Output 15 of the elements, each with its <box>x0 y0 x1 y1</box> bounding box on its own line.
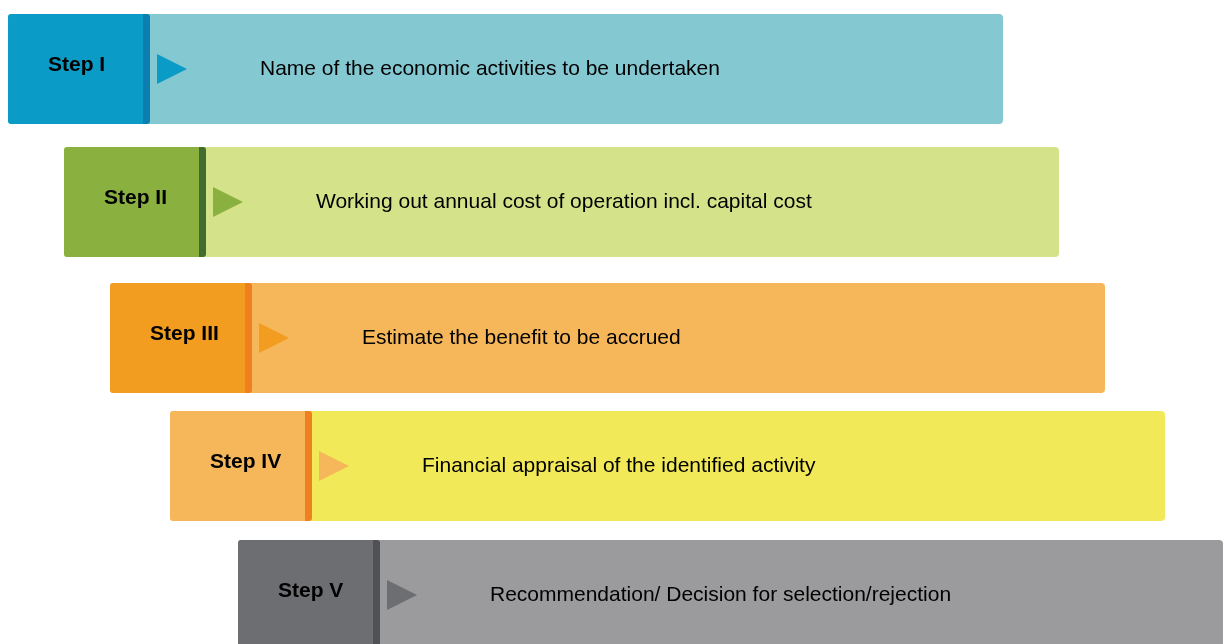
step-description: Financial appraisal of the identified activity <box>422 453 816 477</box>
step-description: Recommendation/ Decision for selection/rejection <box>490 582 952 606</box>
step-description: Estimate the benefit to be accrued <box>362 325 681 349</box>
step-band <box>238 540 1223 644</box>
step-tab: Step III <box>110 283 252 393</box>
step-tab: Step IV <box>170 411 312 521</box>
step-description: Name of the economic activities to be undertaken <box>260 56 720 80</box>
step-tab: Step I <box>8 14 150 124</box>
step-tab: Step II <box>64 147 206 257</box>
step-band <box>64 147 1059 257</box>
step-description: Working out annual cost of operation incl. capital cost <box>316 189 812 213</box>
step-band <box>170 411 1165 521</box>
step-band <box>8 14 1003 124</box>
step-band <box>110 283 1105 393</box>
step-tab: Step V <box>238 540 380 644</box>
